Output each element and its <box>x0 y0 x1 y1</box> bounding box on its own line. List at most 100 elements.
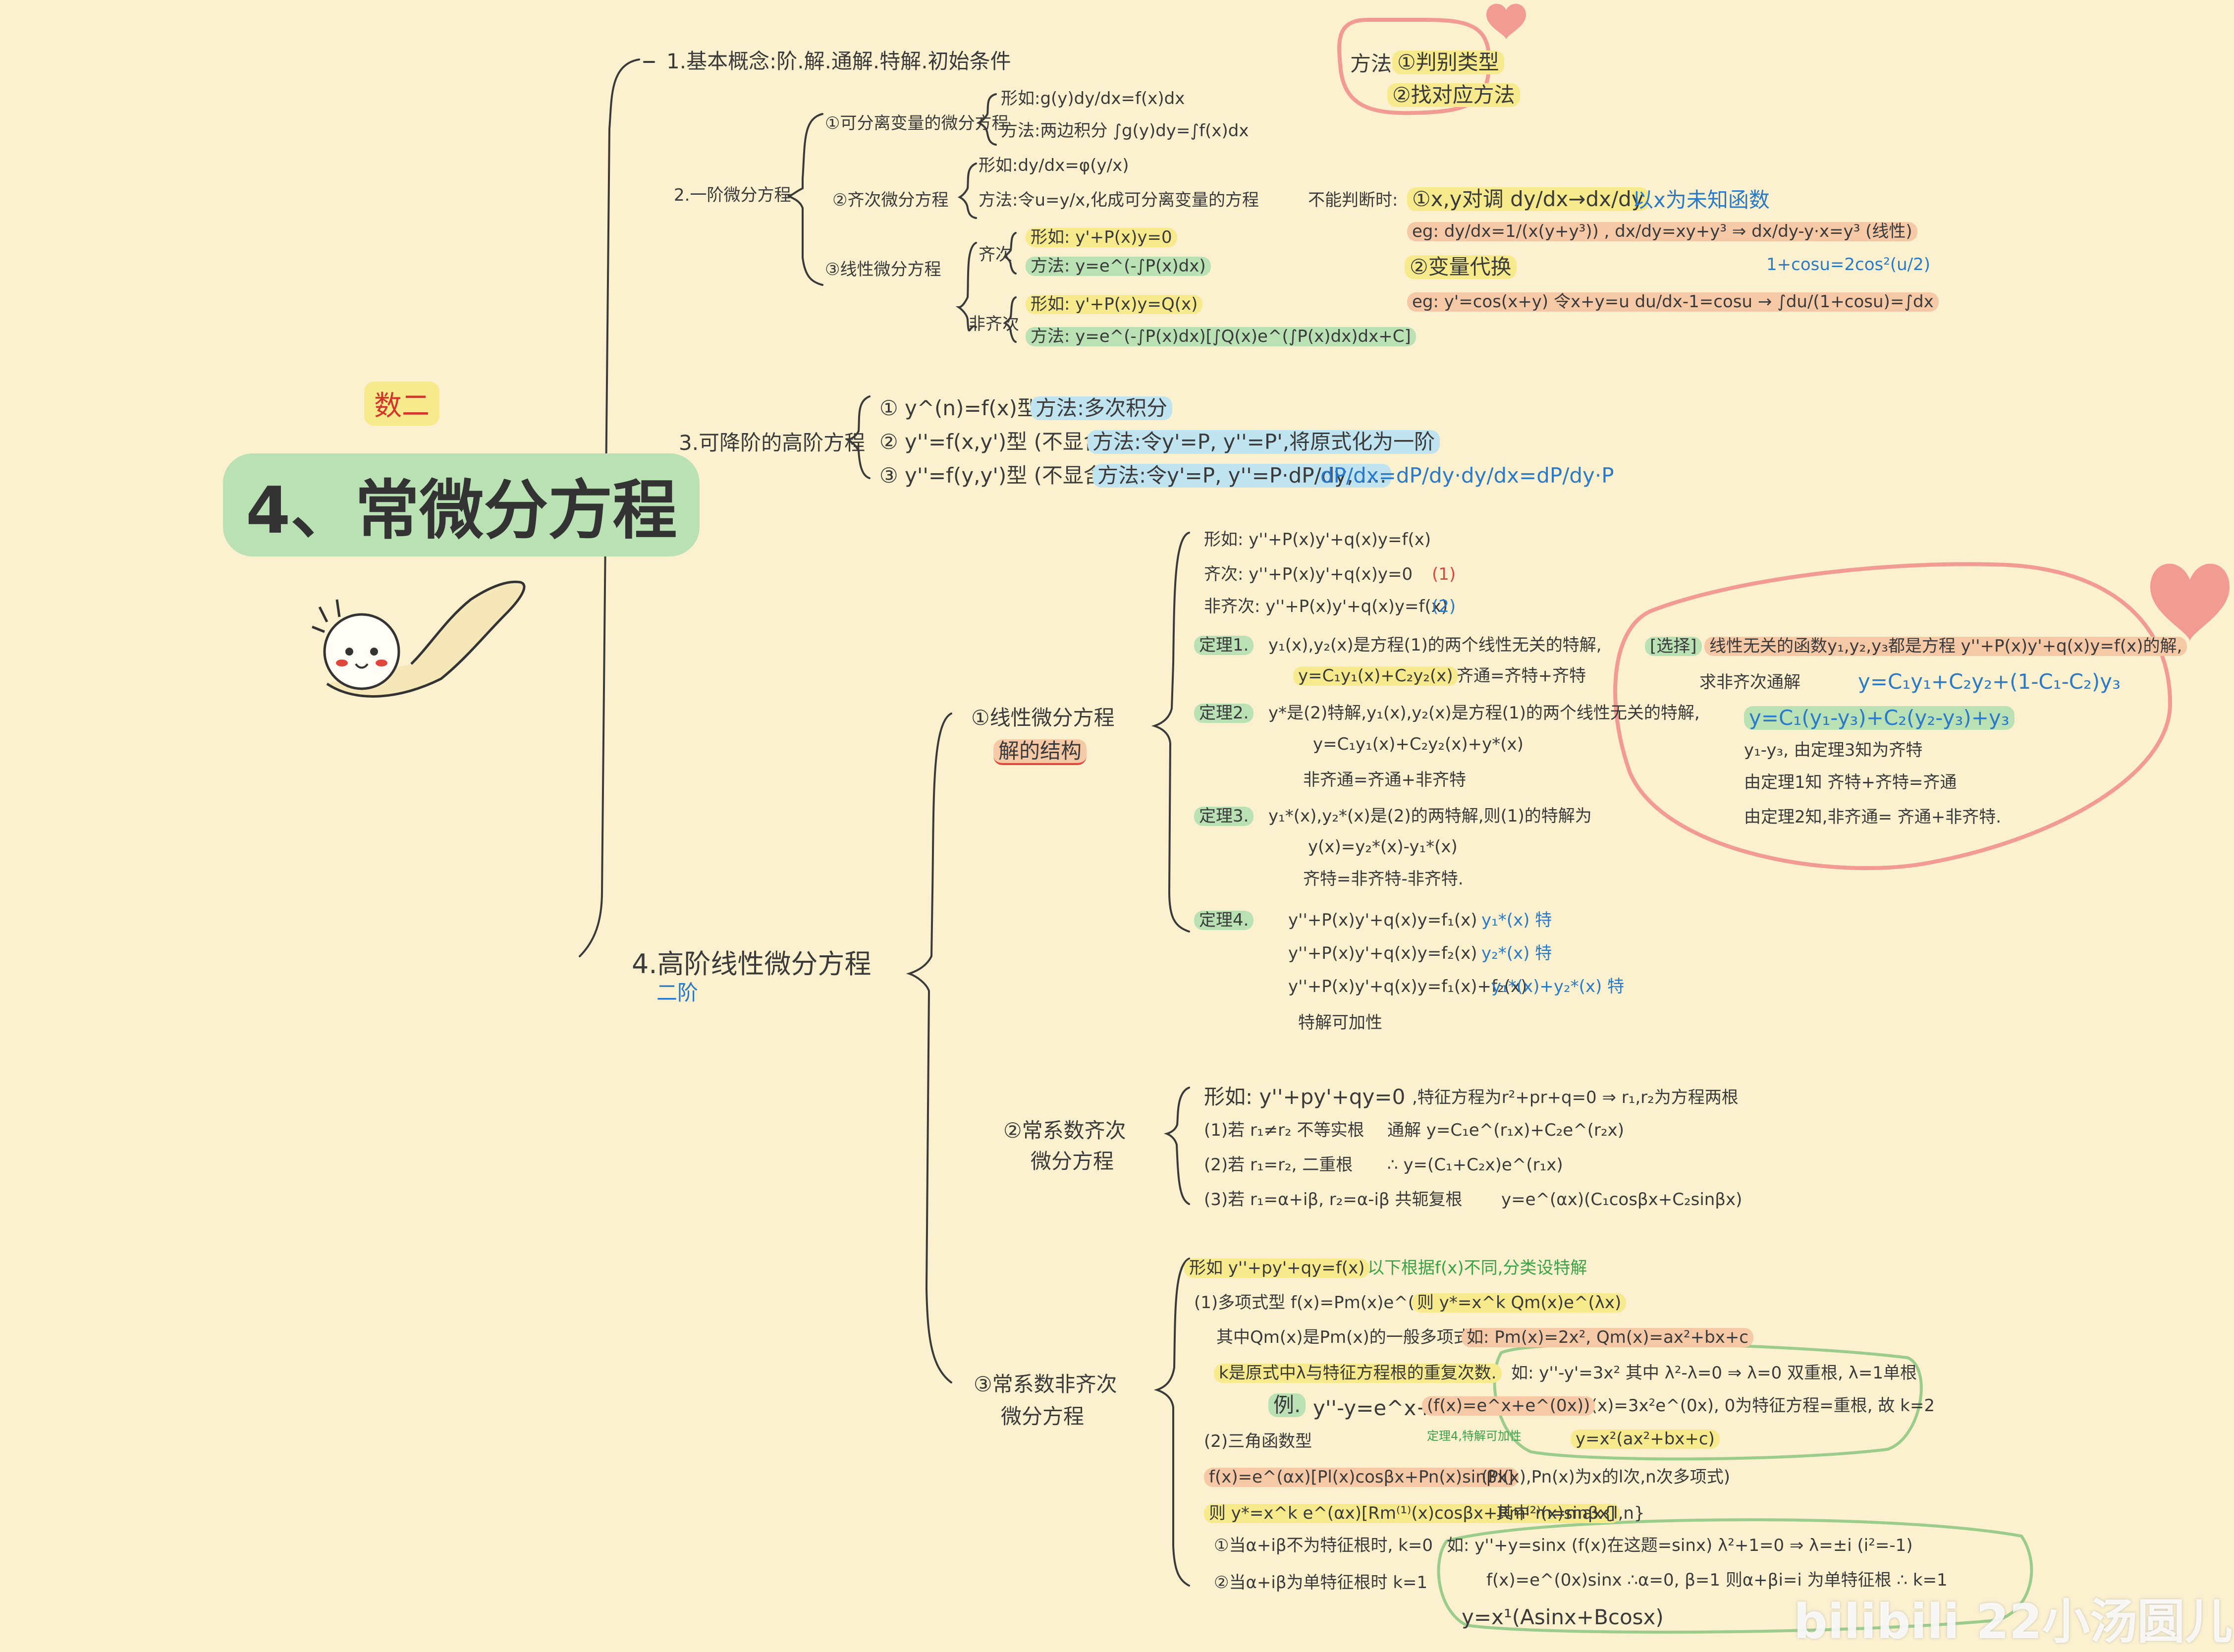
choice-tag: [选择] <box>1645 636 1702 657</box>
theorem3-formula: y(x)=y₂*(x)-y₁*(x) <box>1308 837 1458 857</box>
linear-form: 形如: y''+P(x)y'+q(x)y=f(x) <box>1204 530 1431 550</box>
trig-type-m: 其中 m=max{l,n} <box>1496 1503 1645 1523</box>
choice-line4: y₁-y₃, 由定理3知为齐特 <box>1744 740 1923 760</box>
side-note-eg2: eg: y'=cos(x+y) 令x+y=u du/dx-1=cosu → ∫d… <box>1407 292 1939 312</box>
top-note-step1: ①判别类型 <box>1392 50 1504 75</box>
const-homo-case2-solution: ∴ y=(C₁+C₂x)e^(r₁x) <box>1387 1155 1563 1175</box>
theorem2-text: y*是(2)特解,y₁(x),y₂(x)是方程(1)的两个线性无关的特解, <box>1268 703 1700 723</box>
const-homo-case3-solution: y=e^(αx)(C₁cosβx+C₂sinβx) <box>1501 1190 1743 1210</box>
linear-section-tag: 解的结构 <box>993 739 1087 766</box>
trig-type-set: 则 y*=x^k e^(αx)[Rm⁽¹⁾(x)cosβx+Rm⁽²⁾(x)si… <box>1204 1503 1621 1524</box>
top-note-step2: ②找对应方法 <box>1387 83 1520 108</box>
theorem3-note: 齐特=非齐特-非齐特. <box>1303 869 1464 889</box>
page-title: 4、常微分方程 <box>223 453 700 556</box>
theorem1-label: 定理1. <box>1194 635 1254 656</box>
const-nonhomo-form: 形如 y''+py'+qy=f(x) <box>1184 1258 1370 1278</box>
const-homo-title-2: 微分方程 <box>1031 1149 1114 1173</box>
const-nonhomo-form-note: 以下根据f(x)不同,分类设特解 <box>1367 1258 1587 1278</box>
poly-type: (1)多项式型 f(x)=Pm(x)e^(λx) <box>1194 1293 1441 1313</box>
linear-homo-form: 形如: y'+P(x)y=0 <box>1026 227 1177 248</box>
poly-type-k: k是原式中λ与特征方程根的重复次数. <box>1214 1363 1502 1383</box>
top-note-label: 方法: <box>1350 52 1399 76</box>
linear-nonhomo: 非齐次: y''+P(x)y'+q(x)y=f(x) <box>1204 597 1448 616</box>
theorem3-label: 定理3. <box>1194 806 1254 826</box>
poly-example2-note: 定理4,特解可加性 <box>1427 1429 1522 1443</box>
linear-homo-mark: (1) <box>1432 564 1456 584</box>
theorem4-line3: y''+P(x)y'+q(x)y=f₁(x)+f₂(x) <box>1288 977 1527 996</box>
const-homo-case3: (3)若 r₁=α+iβ, r₂=α-iβ 共轭复根 <box>1204 1190 1463 1210</box>
reducible-type2-method: 方法:令y'=P, y''=P',将原式化为一阶 <box>1088 430 1440 454</box>
linear-homo: 齐次: y''+P(x)y'+q(x)y=0 <box>1204 564 1413 584</box>
reducible-type3-method: 方法:令y'=P, y''=P·dP/dy, .... <box>1092 463 1392 488</box>
trig-example-box-line2: f(x)=e^(0x)sinx ∴α=0, β=1 则α+βi=i 为单特征根 … <box>1486 1570 1948 1590</box>
reducible-type3-note: dP/dx=dP/dy·dy/dx=dP/dy·P <box>1320 463 1614 488</box>
const-homo-case1: (1)若 r₁≠r₂ 不等实根 <box>1204 1120 1364 1140</box>
reducible-type2: ② y''=f(x,y')型 (不显含y) <box>879 430 1125 454</box>
trig-type: (2)三角函数型 <box>1204 1432 1312 1451</box>
branch-reducible: 3.可降阶的高阶方程 <box>679 431 866 455</box>
theorem2-label: 定理2. <box>1194 703 1254 723</box>
theorem1-text: y₁(x),y₂(x)是方程(1)的两个线性无关的特解, <box>1268 635 1602 655</box>
choice-line1: 线性无关的函数y₁,y₂,y₃都是方程 y''+P(x)y'+q(x)y=f(x… <box>1704 636 2187 657</box>
trig-example-box-line1: 如: y''+y=sinx (f(x)在这题=sinx) λ²+1=0 ⇒ λ=… <box>1447 1536 1913 1555</box>
poly-example-box-line3: y=x²(ax²+bx+c) <box>1571 1429 1720 1449</box>
theorem1-formula: y=C₁y₁(x)+C₂y₂(x) <box>1293 666 1458 686</box>
subject-tag: 数二 <box>364 382 439 426</box>
reducible-type3: ③ y''=f(y,y')型 (不显含x) <box>879 463 1125 488</box>
side-note-eg2-hint: 1+cosu=2cos²(u/2) <box>1766 255 1931 275</box>
choice-line3: y=C₁(y₁-y₃)+C₂(y₂-y₃)+y₃ <box>1744 706 2015 730</box>
reducible-type1: ① y^(n)=f(x)型 <box>879 396 1038 420</box>
poly-example-box-line2: 原式 f(x)=3x²e^(0x), 0为特征方程=重根, 故 k=2 <box>1546 1396 1935 1416</box>
theorem4-line2-result: y₂*(x) 特 <box>1481 943 1552 963</box>
poly-example2-tag: 例. <box>1268 1393 1306 1418</box>
const-homo-title-1: ②常系数齐次 <box>1003 1118 1126 1143</box>
separable-title: ①可分离变量的微分方程 <box>825 113 1009 133</box>
linear-nonhomo-mark: (2) <box>1432 597 1456 616</box>
linear-nonhomo-method: 方法: y=e^(-∫P(x)dx)[∫Q(x)e^(∫P(x)dx)dx+C] <box>1026 327 1416 347</box>
linear-nonhomo-form: 形如: y'+P(x)y=Q(x) <box>1026 294 1203 315</box>
choice-line6: 由定理2知,非齐通= 齐通+非齐特. <box>1744 807 2002 827</box>
linear-homo-label: 齐次 <box>979 245 1012 265</box>
theorem4-label: 定理4. <box>1194 910 1254 931</box>
choice-line5: 由定理1知 齐特+齐特=齐通 <box>1744 772 1957 792</box>
mascot-illustration <box>312 580 526 698</box>
trig-type-k1: ②当α+iβ为单特征根时 k=1 <box>1214 1573 1428 1593</box>
side-note-eg1: eg: dy/dx=1/(x(y+y³)) , dx/dy=xy+y³ ⇒ dx… <box>1407 221 1917 242</box>
branch-higher-linear: 4.高阶线性微分方程 <box>632 948 872 980</box>
linear-nonhomo-label: 非齐次 <box>969 314 1019 334</box>
side-note-label: 不能判断时: <box>1308 190 1398 210</box>
trig-type-k0: ①当α+iβ不为特征根时, k=0 <box>1214 1536 1433 1555</box>
trig-type-f: f(x)=e^(αx)[Pl(x)cosβx+Pn(x)sinβx] <box>1204 1467 1519 1487</box>
const-nonhomo-title-1: ③常系数非齐次 <box>974 1372 1117 1396</box>
theorem2-formula: y=C₁y₁(x)+C₂y₂(x)+y*(x) <box>1313 734 1524 754</box>
theorem4-line1: y''+P(x)y'+q(x)y=f₁(x) <box>1288 910 1477 930</box>
const-homo-char: ,特征方程为r²+pr+q=0 ⇒ r₁,r₂为方程两根 <box>1412 1088 1739 1107</box>
choice-line2-formula: y=C₁y₁+C₂y₂+(1-C₁-C₂)y₃ <box>1858 669 2121 694</box>
separable-form: 形如:g(y)dy/dx=f(x)dx <box>1001 89 1185 109</box>
theorem4-line1-result: y₁*(x) 特 <box>1481 910 1552 930</box>
watermark: bilibili 22小汤圆儿 <box>1794 1594 2233 1650</box>
branch-basic-concepts: 1.基本概念:阶.解.通解.特解.初始条件 <box>666 49 1011 73</box>
const-homo-case1-solution: 通解 y=C₁e^(r₁x)+C₂e^(r₂x) <box>1387 1120 1624 1140</box>
homogeneous-method: 方法:令u=y/x,化成可分离变量的方程 <box>979 190 1259 210</box>
poly-type-set: 则 y*=x^k Qm(x)e^(λx) <box>1412 1293 1627 1313</box>
poly-example-box-line1: 如: y''-y'=3x² 其中 λ²-λ=0 ⇒ λ=0 双重根, λ=1单根 <box>1511 1363 1917 1383</box>
branch-first-order: 2.一阶微分方程 <box>674 185 791 205</box>
theorem4-line2: y''+P(x)y'+q(x)y=f₂(x) <box>1288 943 1477 963</box>
theorem4-note: 特解可加性 <box>1298 1013 1382 1033</box>
theorem3-text: y₁*(x),y₂*(x)是(2)的两特解,则(1)的特解为 <box>1268 806 1592 826</box>
homogeneous-form: 形如:dy/dx=φ(y/x) <box>979 156 1129 175</box>
poly-type-qm: 其中Qm(x)是Pm(x)的一般多项式形式 <box>1216 1327 1504 1347</box>
poly-type-qm-example: 如: Pm(x)=2x², Qm(x)=ax²+bx+c <box>1462 1327 1754 1348</box>
const-homo-case2: (2)若 r₁=r₂, 二重根 <box>1204 1155 1353 1175</box>
branch-higher-linear-sub: 二阶 <box>656 981 699 1005</box>
choice-line2: 求非齐次通解 <box>1699 672 1800 692</box>
poly-example2-f: (f(x)=e^x+e^(0x)) <box>1422 1396 1595 1416</box>
trig-example-box-line3: y=x¹(Asinx+Bcosx) <box>1462 1605 1664 1629</box>
theorem4-line3-result: y₁*(x)+y₂*(x) 特 <box>1491 977 1625 996</box>
reducible-type1-method: 方法:多次积分 <box>1031 396 1173 421</box>
homogeneous-title: ②齐次微分方程 <box>832 190 949 210</box>
side-note-substitution: ②变量代换 <box>1405 255 1517 279</box>
theorem1-note: 齐通=齐特+齐特 <box>1457 666 1586 686</box>
